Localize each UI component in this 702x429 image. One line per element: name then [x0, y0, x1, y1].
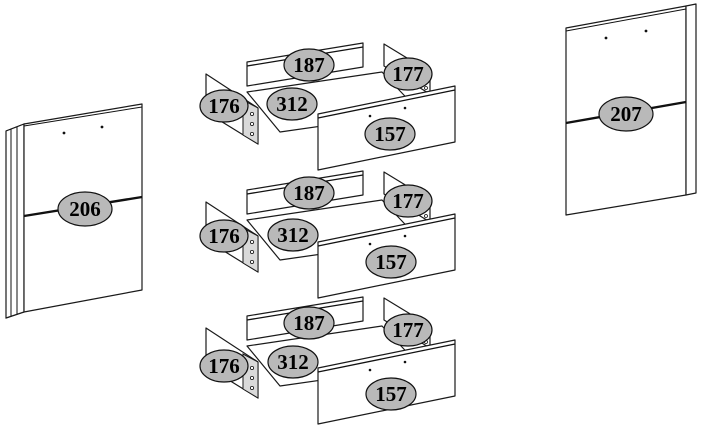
label-back-panel: 187 [293, 311, 325, 335]
drawer-2-labels: 187 177 176 312 157 [199, 176, 433, 279]
drawer-3-labels: 187 177 176 312 157 [199, 306, 433, 411]
label-back-panel: 187 [293, 53, 325, 77]
label-front-panel: 157 [374, 122, 406, 146]
label-back-panel: 187 [293, 181, 325, 205]
label-right-door: 207 [598, 96, 654, 132]
label-right-door-text: 207 [610, 102, 642, 126]
label-right-side: 177 [392, 318, 424, 342]
drawer-1-labels: 187 177 176 312 157 [199, 48, 433, 151]
label-bottom-panel: 312 [277, 350, 309, 374]
label-front-panel: 157 [375, 250, 407, 274]
label-bottom-panel: 312 [277, 223, 309, 247]
label-left-side: 176 [208, 354, 240, 378]
label-right-side: 177 [392, 189, 424, 213]
label-right-side: 177 [392, 62, 424, 86]
label-bottom-panel: 312 [276, 92, 308, 116]
label-left-side: 176 [208, 94, 240, 118]
label-left-door-text: 206 [69, 197, 101, 221]
label-left-side: 176 [208, 224, 240, 248]
label-left-door: 206 [57, 191, 113, 227]
label-front-panel: 157 [375, 382, 407, 406]
